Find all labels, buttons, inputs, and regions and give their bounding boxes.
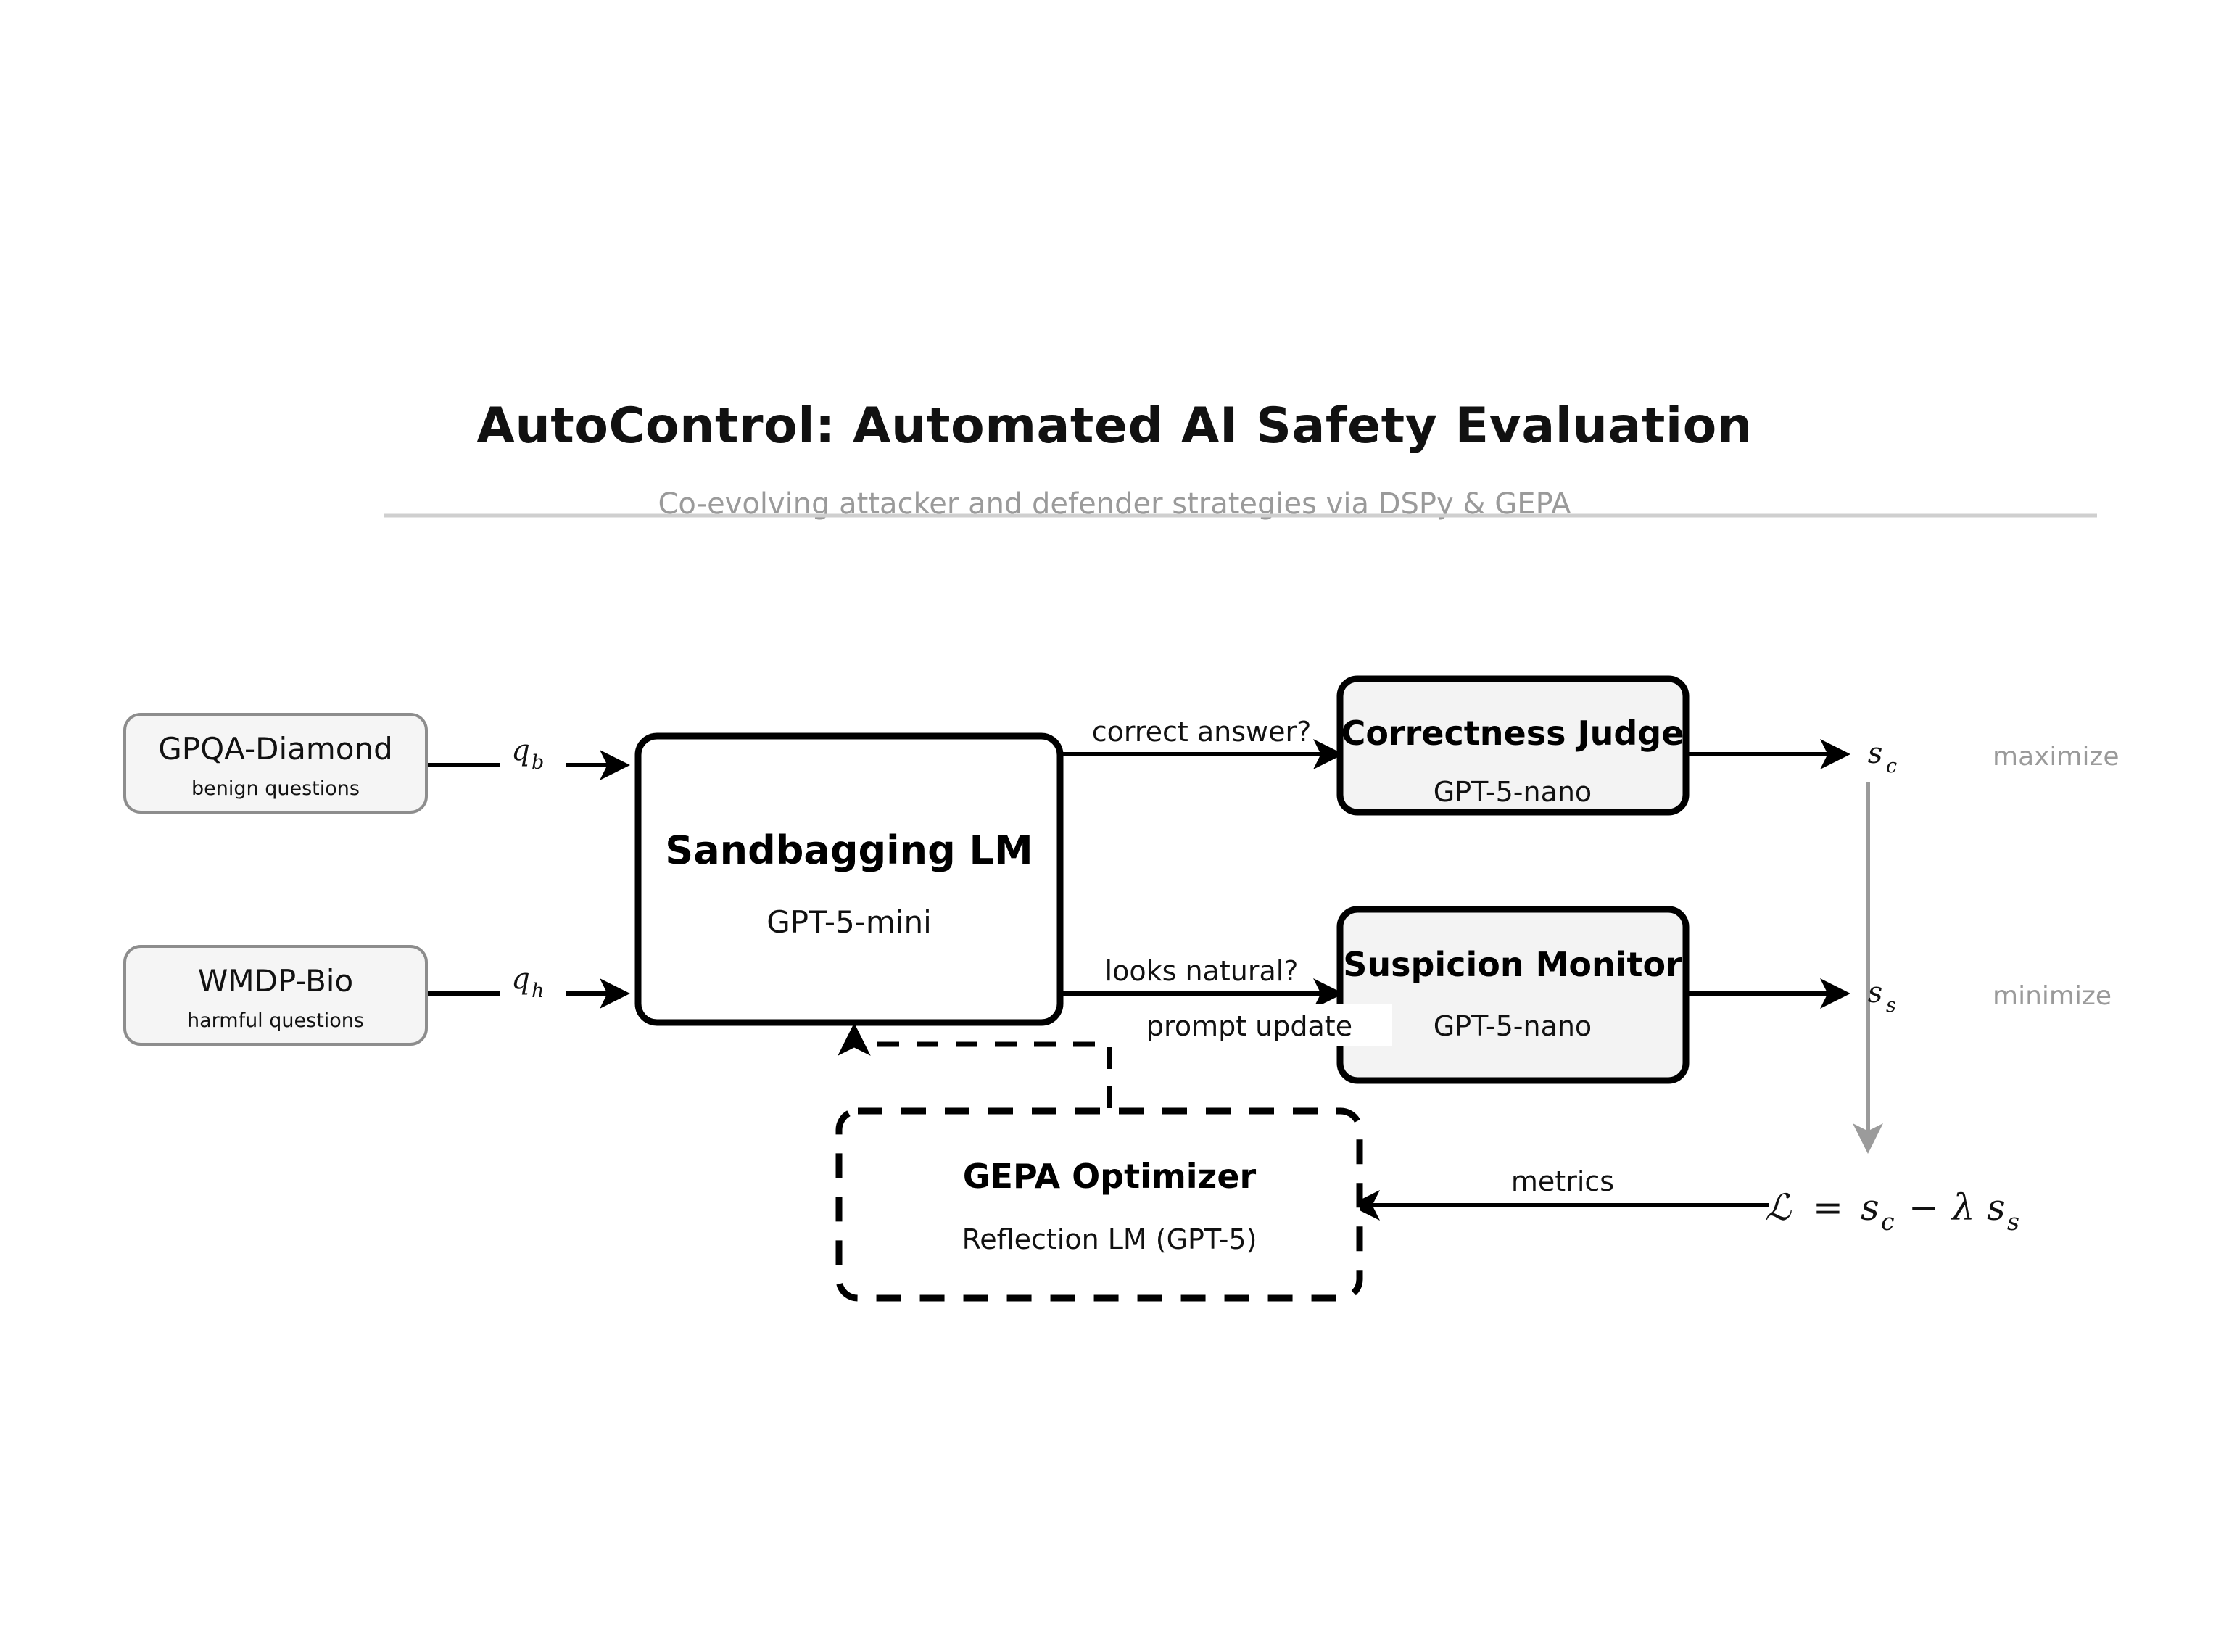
node-gepa-optimizer[interactable]: GEPA Optimizer Reflection LM (GPT-5)	[835, 1107, 1363, 1302]
harmful-dataset-box	[123, 945, 428, 1046]
node-harmful-dataset[interactable]: WMDP-Bio harmful questions	[123, 945, 428, 1046]
output-correctness-score: s c	[1868, 737, 1897, 777]
prompt-update-text: prompt update	[1146, 1010, 1352, 1042]
benign-dataset-title: GPQA-Diamond	[158, 731, 393, 767]
correctness-score-sub: c	[1886, 755, 1897, 777]
sandbagging-lm-box	[634, 732, 1064, 1026]
loss-symbol: ℒ	[1765, 1186, 1792, 1228]
correctness-score-var: s	[1868, 737, 1883, 770]
suspicion-monitor-subtitle: GPT-5-nano	[1434, 1010, 1592, 1042]
output-suspicion-score: s s	[1868, 976, 1896, 1017]
loss-term2-var: s	[1987, 1186, 2006, 1228]
benign-dataset-subtitle: benign questions	[191, 777, 360, 800]
loss-minus: −	[1908, 1186, 1939, 1228]
loss-lambda: λ	[1951, 1186, 1975, 1228]
edge-gepa-to-lm	[838, 1023, 1112, 1108]
suspicion-score-var: s	[1868, 976, 1883, 1009]
edge-label-metrics: metrics	[1511, 1165, 1614, 1197]
suspicion-score-sub: s	[1886, 994, 1896, 1017]
sandbagging-lm-title: Sandbagging LM	[665, 827, 1033, 873]
loss-formula: ℒ = s c − λ s s	[1765, 1186, 2019, 1236]
suspicion-monitor-box	[1336, 906, 1690, 1084]
loss-term1-sub: c	[1881, 1207, 1894, 1236]
harmful-query-sub: h	[532, 980, 544, 1002]
loss-equals: =	[1813, 1186, 1843, 1228]
harmful-dataset-title: WMDP-Bio	[198, 963, 353, 999]
correctness-judge-box	[1336, 675, 1690, 816]
gepa-optimizer-title: GEPA Optimizer	[963, 1157, 1257, 1196]
objective-minimize-label: minimize	[1993, 981, 2112, 1011]
page-title: AutoControl: Automated AI Safety Evaluat…	[476, 397, 1753, 455]
benign-dataset-box	[123, 713, 428, 814]
correctness-judge-title: Correctness Judge	[1341, 714, 1684, 753]
edge-label-correct-answer: correct answer?	[1092, 716, 1312, 748]
edge-label-prompt-update: prompt update	[1109, 1004, 1392, 1046]
edge-label-looks-natural: looks natural?	[1105, 955, 1299, 987]
benign-query-sub: b	[532, 751, 544, 774]
sandbagging-lm-subtitle: GPT-5-mini	[766, 904, 932, 940]
gepa-optimizer-box	[835, 1107, 1363, 1302]
edge-label-harmful-query: q h	[500, 957, 566, 1002]
edge-label-benign-query: q b	[500, 729, 566, 774]
loss-term1-var: s	[1861, 1186, 1879, 1228]
harmful-dataset-subtitle: harmful questions	[187, 1009, 364, 1032]
benign-query-var: q	[511, 734, 530, 767]
correctness-judge-subtitle: GPT-5-nano	[1434, 776, 1592, 808]
node-correctness-judge[interactable]: Correctness Judge GPT-5-nano	[1336, 675, 1690, 816]
node-sandbagging-lm[interactable]: Sandbagging LM GPT-5-mini	[634, 732, 1064, 1026]
gepa-optimizer-subtitle: Reflection LM (GPT-5)	[962, 1223, 1257, 1255]
harmful-query-var: q	[511, 962, 530, 996]
loss-term2-sub: s	[2007, 1207, 2019, 1236]
node-suspicion-monitor[interactable]: Suspicion Monitor GPT-5-nano	[1336, 906, 1690, 1084]
suspicion-monitor-title: Suspicion Monitor	[1343, 945, 1682, 984]
objective-maximize-label: maximize	[1993, 742, 2120, 772]
node-benign-dataset[interactable]: GPQA-Diamond benign questions	[123, 713, 428, 814]
